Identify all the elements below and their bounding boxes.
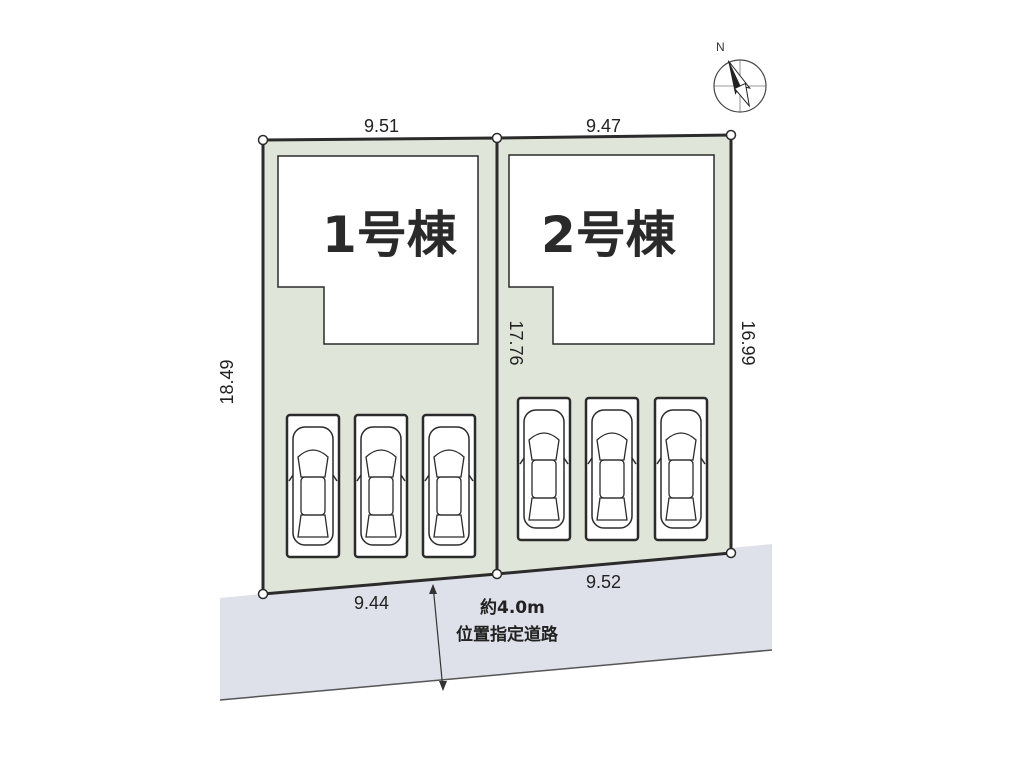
dimension-lot1-left: 18.49 (217, 359, 237, 404)
boundary-marker (491, 132, 503, 144)
building-2-label: 2号棟 (541, 206, 677, 264)
car-icon (424, 426, 474, 546)
road-type-label: 位置指定道路 (456, 624, 559, 645)
compass-north-label: N (716, 40, 725, 54)
dimension-lot2-top: 9.47 (586, 116, 621, 136)
car-icon (587, 409, 637, 529)
building-2-footprint (508, 154, 715, 345)
road-width-arrow (432, 584, 444, 691)
parking-area (285, 396, 709, 559)
parking-space (353, 413, 409, 559)
car-icon (356, 426, 406, 546)
car-icon (656, 409, 706, 529)
boundary-marker (257, 588, 269, 600)
road-width-arrowhead-top (429, 584, 437, 594)
parking-space (653, 396, 709, 542)
dimension-shared-boundary: 17.76 (506, 320, 526, 365)
parking-space (584, 396, 640, 542)
dimension-lot2-bottom: 9.52 (586, 572, 621, 592)
building-1-label: 1号棟 (322, 206, 458, 264)
boundary-marker (491, 568, 503, 580)
parking-space (285, 413, 341, 559)
road-edge-line (219, 649, 773, 701)
road-width-arrowhead-bottom (439, 681, 447, 691)
road-width-label: 約4.0m (480, 597, 545, 618)
boundary-marker (725, 547, 737, 559)
car-icon (519, 409, 569, 529)
dimension-lot1-top: 9.51 (364, 116, 399, 136)
boundary-marker (257, 134, 269, 146)
car-icon (288, 426, 338, 546)
road-area (220, 544, 772, 700)
parking-space (516, 396, 572, 542)
compass-icon (713, 59, 767, 113)
boundary-marker (725, 129, 737, 141)
dimension-lot1-bottom: 9.44 (354, 593, 389, 613)
parking-space (421, 413, 477, 559)
dimension-lot2-right: 16.99 (738, 320, 758, 365)
boundary-markers (257, 129, 737, 600)
building-1-footprint (277, 155, 479, 345)
